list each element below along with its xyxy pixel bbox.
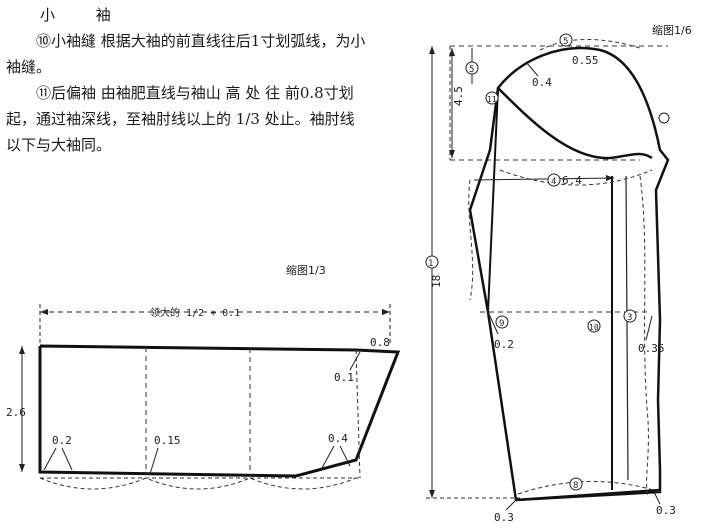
cuff-outline — [38, 344, 401, 478]
sleeve-outline — [468, 46, 670, 502]
cuff-bottom-left: 0.2 — [52, 434, 72, 447]
sleeve-elbow-right: 0.35 — [638, 342, 665, 355]
sleeve-total-length: 18 — [430, 275, 443, 288]
cuff-height-label: 2.6 — [6, 406, 26, 419]
marker-total-length: 1 — [428, 259, 433, 269]
cuff-top-right-offset: 0.8 — [370, 336, 390, 349]
marker-cuff: 8 — [573, 481, 578, 491]
sleeve-cuff-left: 0.3 — [494, 511, 514, 524]
sleeve-cap-offset: 0.4 — [532, 76, 552, 89]
marker-elbow-right: 3 — [627, 313, 632, 323]
paragraph-small-sleeve-seam: ⑩小袖缝 根据大袖的前直线往后1寸划弧线，为小袖缝。 — [6, 32, 366, 76]
section-heading: 小 袖 — [40, 6, 129, 24]
sleeve-scale-label: 缩图1/6 — [652, 24, 692, 37]
cuff-bottom-mid: 0.15 — [154, 434, 181, 447]
marker-sleeve-width: 4 — [551, 177, 556, 187]
sleeve-elbow-left: 0.2 — [494, 338, 514, 351]
sleeve-cuff-right: 0.3 — [656, 504, 676, 517]
cuff-pattern-drawing: 领大的 1/2 + 0.1 2.6 0.8 0.1 0.2 0.15 0.4 — [6, 304, 401, 490]
marker-back-seam: 11 — [487, 95, 497, 104]
cuff-bottom-right: 0.4 — [328, 432, 348, 445]
sleeve-cap-height: 4.5 — [452, 86, 465, 106]
sleeve-width: 6.4 — [562, 174, 582, 187]
marker-elbow-mid: 10 — [589, 323, 599, 332]
sleeve-pattern-drawing: 1 18 4.5 5 5 0.55 0.4 11 4 6.4 9 0.2 10 … — [425, 33, 676, 524]
cuff-scale-label: 缩图1/3 — [286, 264, 326, 277]
sleeve-cap-width: 0.55 — [572, 54, 599, 67]
paragraph-back-offset-sleeve: ⑪后偏袖 由袖肥直线与袖山 高 处 往 前0.8寸划起，通过袖深线，至袖肘线以上… — [6, 84, 355, 154]
marker-elbow-left: 9 — [499, 319, 504, 329]
cuff-right-drop: 0.1 — [334, 371, 354, 384]
marker-cap-top: 5 — [563, 37, 568, 47]
marker-cap-height: 5 — [469, 65, 474, 75]
cuff-top-formula: 领大的 1/2 + 0.1 — [150, 306, 240, 319]
